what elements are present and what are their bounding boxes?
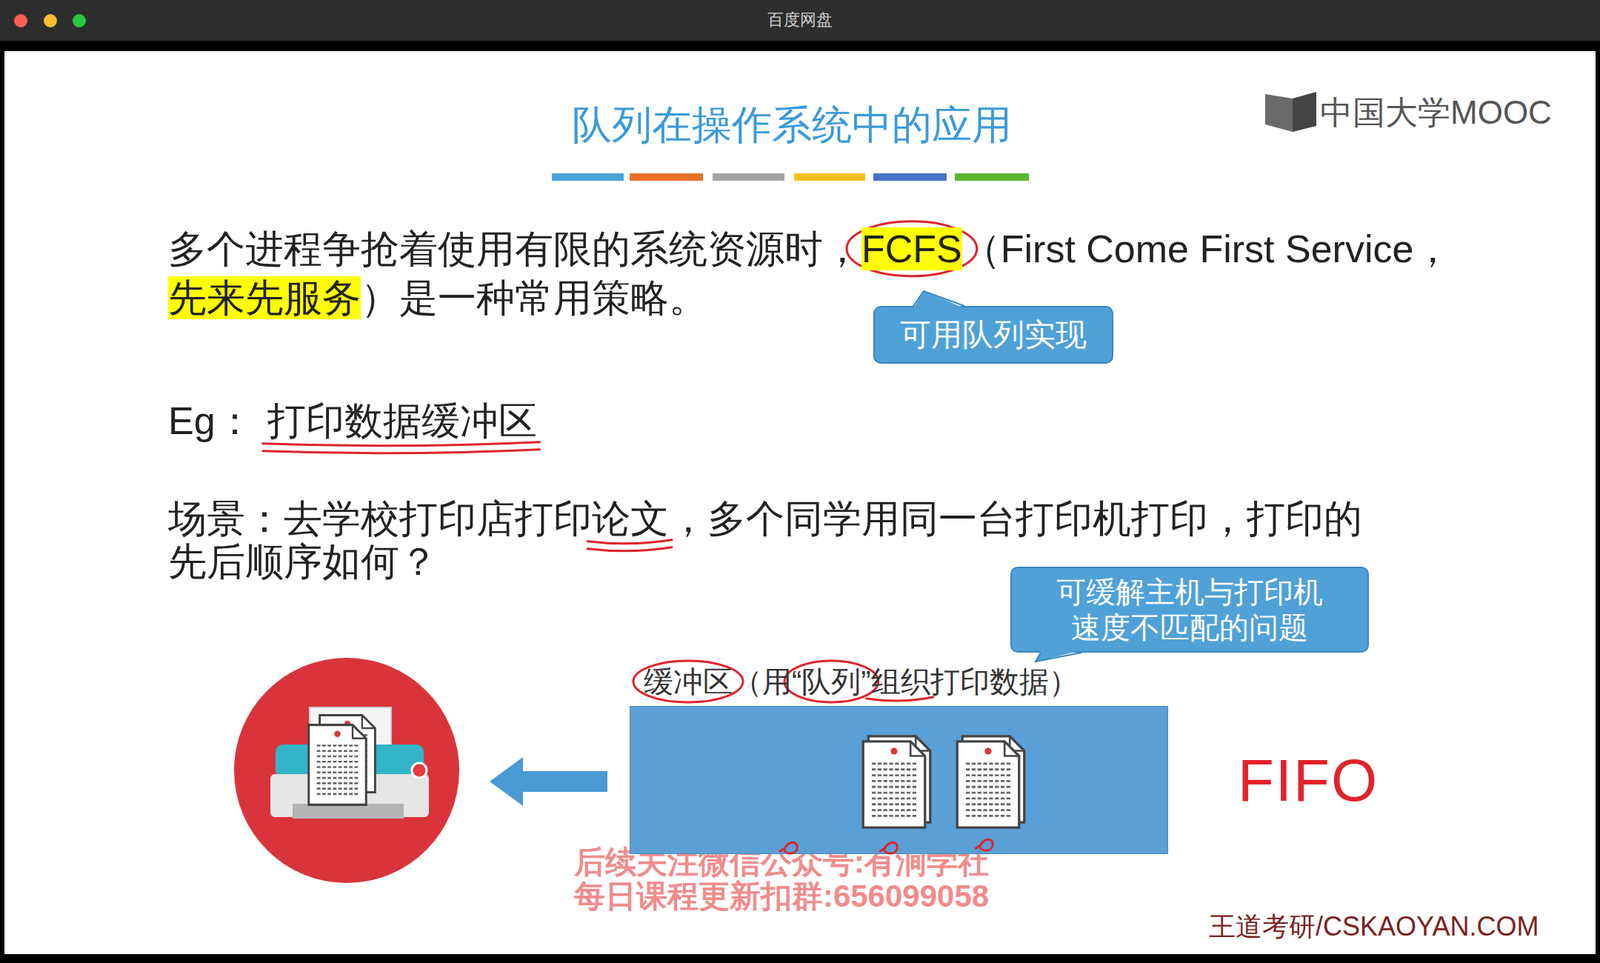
text-line: Eg： 打印数据缓冲区	[168, 397, 538, 444]
example-label: Eg：	[168, 399, 255, 443]
box-heading: 缓冲区（用“队列”组织打印数据）	[643, 663, 1079, 700]
handwritten-note: FIFO	[1237, 745, 1379, 817]
text-line: 先后顺序如何？	[168, 538, 438, 585]
body-text: 多个进程争抢着使用有限的系统资源时，	[168, 227, 862, 271]
scenario-text: 先后顺序如何？	[168, 540, 438, 583]
body-text: ）是一种常用策略。	[360, 276, 708, 320]
flow-arrow	[489, 757, 608, 806]
buffer-box: 缓冲区（用“队列”组织打印数据）	[629, 705, 1169, 855]
body-text: （First Come First Service，	[962, 227, 1453, 271]
ink-underline	[587, 547, 672, 552]
title-color-bars	[551, 173, 1029, 181]
text-line: 场景：去学校打印店打印论文，多个同学用同一台打印机打印，打印的	[168, 495, 1363, 542]
callout-tail-outline	[913, 291, 965, 306]
text-line: 先来先服务）是一种常用策略。	[168, 274, 708, 321]
callout-text: 可缓解主机与打印机 速度不匹配的问题	[1041, 574, 1338, 646]
ink-circle	[846, 221, 978, 277]
callout-tail-fill	[1035, 650, 1082, 662]
callout-box: 可缓解主机与打印机 速度不匹配的问题	[1010, 566, 1369, 653]
callout-box: 可用队列实现	[873, 305, 1114, 364]
example-text: 打印数据缓冲区	[267, 399, 538, 443]
minimize-button	[43, 14, 58, 28]
highlighted-term: FCFS	[861, 227, 963, 271]
mooc-logo-icon	[1265, 91, 1317, 132]
scenario-text: 场景：去学校打印店打印	[168, 497, 592, 540]
callout-tail-fill	[913, 291, 965, 309]
highlighted-term: 先来先服务	[168, 276, 361, 320]
logo-text: 中国大学MOOC	[1320, 93, 1552, 133]
close-button	[14, 14, 28, 28]
ink-underline	[262, 442, 540, 446]
printer-illustration	[234, 657, 460, 883]
underlined-term: 论文	[591, 497, 669, 540]
callout-tail-outline	[1035, 652, 1082, 662]
ink-underline	[587, 540, 672, 544]
scenario-text: ，多个同学用同一台打印机打印，打印的	[668, 497, 1363, 540]
window-title: 百度网盘	[767, 10, 833, 30]
zoom-button	[72, 14, 86, 28]
slide-title: 队列在操作系统中的应用	[571, 100, 1012, 149]
watermark: 王道考研/CSKAOYAN.COM	[1208, 910, 1539, 943]
text-line: 多个进程争抢着使用有限的系统资源时，FCFS（First Come First …	[168, 225, 1452, 272]
title-bar	[0, 0, 1600, 41]
callout-text: 可用队列实现	[900, 316, 1087, 354]
ink-underline	[262, 449, 540, 454]
slide-background	[4, 51, 1596, 955]
watermark: 每日课程更新扣群:656099058	[574, 877, 989, 915]
